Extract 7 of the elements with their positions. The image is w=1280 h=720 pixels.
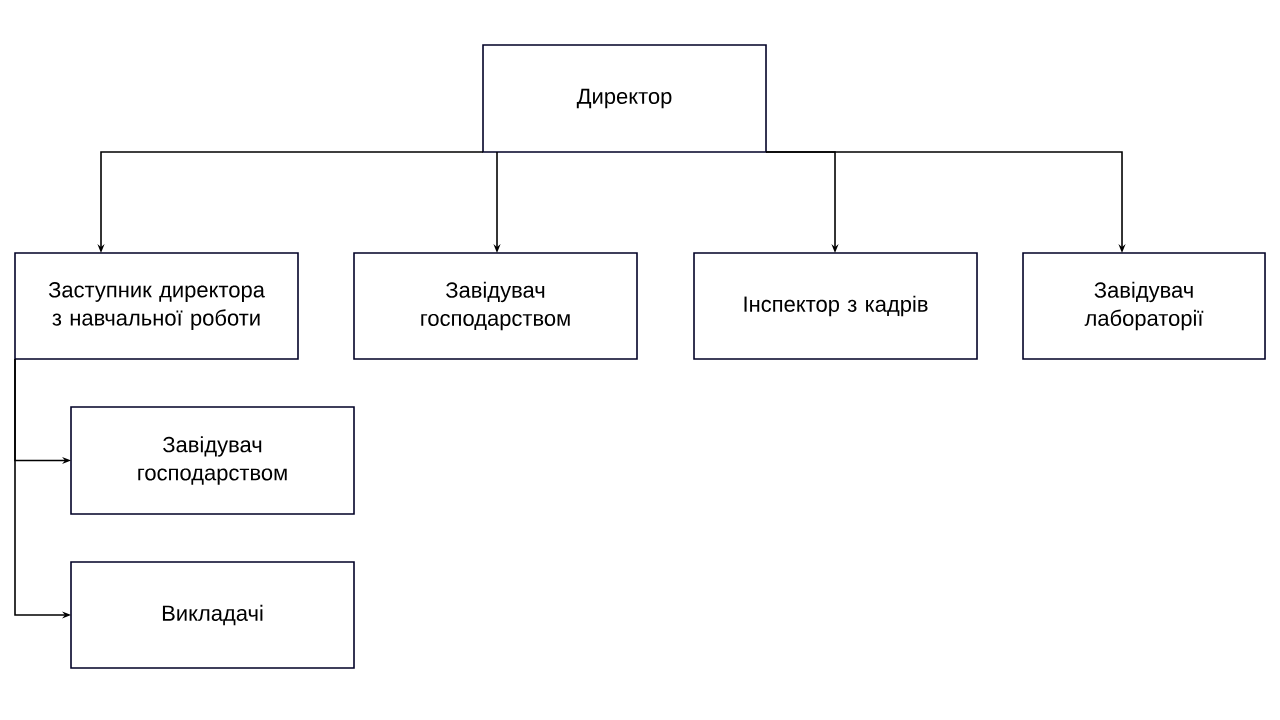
role-box: Інспектор з кадрів <box>693 252 978 360</box>
role-box: Завідувач лабораторії <box>1022 252 1266 360</box>
role-box: Директор <box>482 44 767 153</box>
role-box: Викладачі <box>70 561 355 669</box>
role-box: Завідувач господарством <box>70 406 355 515</box>
role-box: Завідувач господарством <box>353 252 638 360</box>
role-box: Заступник директора з навчальної роботи <box>14 252 299 360</box>
